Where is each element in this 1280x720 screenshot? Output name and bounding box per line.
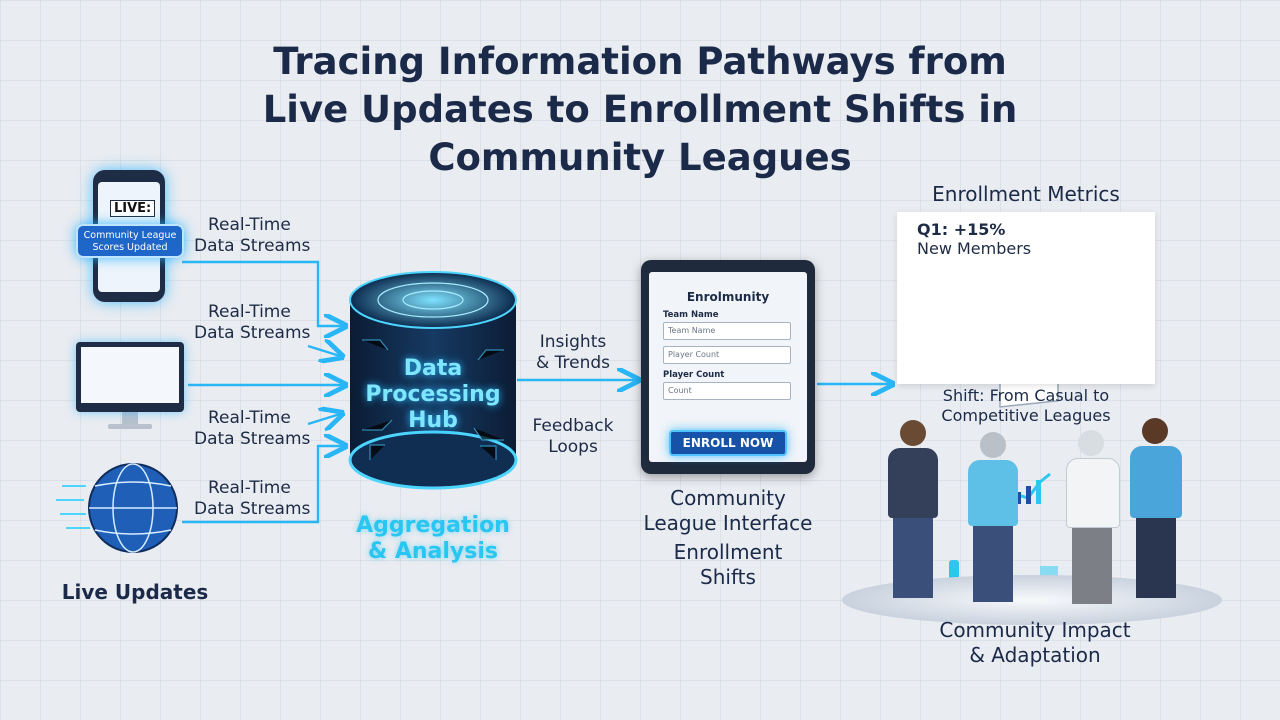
person-3 — [1066, 430, 1120, 604]
page-title: Tracing Information Pathways from Live U… — [262, 40, 1018, 179]
insights-label: Insights & Trends — [535, 332, 611, 373]
person-1 — [888, 420, 938, 598]
stream-label-3: Real-Time Data Streams — [194, 408, 311, 449]
live-updates-label: Live Updates — [61, 580, 209, 604]
count-input[interactable]: Count — [663, 382, 791, 400]
tablet-device: Enrolmunity Team Name Team Name Player C… — [641, 260, 815, 474]
enrollment-form: Enrolmunity Team Name Team Name Player C… — [649, 272, 807, 462]
team-name-input[interactable]: Team Name — [663, 322, 791, 340]
metrics-heading: Enrollment Metrics — [932, 182, 1120, 206]
player-count-input[interactable]: Player Count — [663, 346, 791, 364]
stream-label-2: Real-Time Data Streams — [194, 302, 311, 343]
form-title: Enrolmunity — [686, 290, 770, 304]
person-4 — [1130, 418, 1182, 598]
connector-globe-to-hub — [182, 446, 343, 524]
live-tag: LIVE: — [110, 200, 156, 217]
monitor-device — [76, 342, 184, 412]
team-name-label: Team Name — [663, 310, 719, 320]
hub-caption: Aggregation & Analysis — [356, 513, 510, 564]
stream-label-4: Real-Time Data Streams — [194, 478, 311, 519]
interface-caption: Community League Interface Enrollment Sh… — [643, 486, 813, 589]
live-score-badge: Community League Scores Updated — [76, 224, 184, 258]
enroll-now-button[interactable]: ENROLL NOW — [669, 430, 787, 456]
monitor-screen — [81, 347, 179, 403]
connector-phone-to-hub — [182, 260, 343, 326]
person-2 — [968, 432, 1018, 602]
stream-label-1: Real-Time Data Streams — [194, 215, 311, 256]
metrics-panel — [897, 212, 1155, 384]
metrics-note: Q1: +15% New Members — [917, 220, 1032, 258]
hub-label: Data Processing Hub — [365, 356, 501, 433]
connector-stream2-to-hub — [307, 346, 340, 356]
monitor-stand — [108, 412, 152, 429]
connector-stream3-to-hub — [307, 414, 340, 424]
impact-caption: Community Impact & Adaptation — [939, 618, 1131, 667]
shift-text: Shift: From Casual to Competitive League… — [941, 386, 1111, 425]
feedback-label: Feedback Loops — [532, 416, 614, 457]
player-count-label: Player Count — [663, 370, 725, 380]
globe-icon — [56, 463, 178, 553]
data-hub-cylinder — [348, 271, 518, 490]
